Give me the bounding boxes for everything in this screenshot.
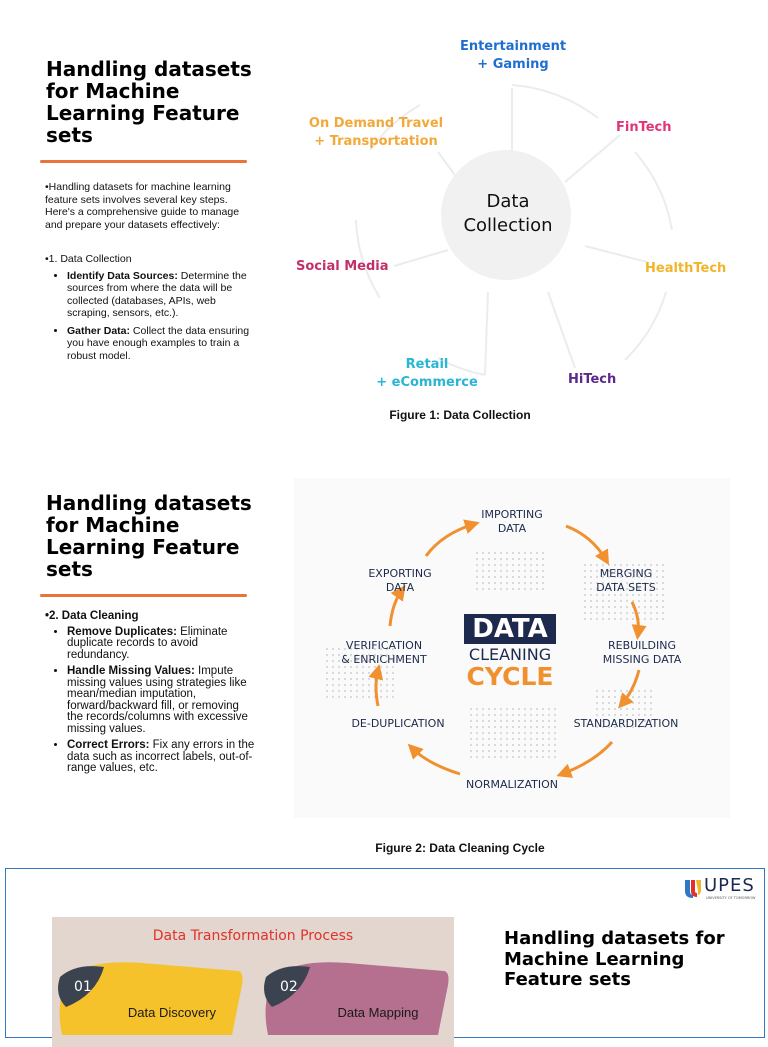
figure-1-caption: Figure 1: Data Collection (389, 408, 531, 422)
label-social-media: Social Media (296, 258, 389, 276)
bullet-label: Gather Data: (67, 324, 131, 337)
label-line: On Demand Travel (308, 116, 444, 131)
step-normalization: NORMALIZATION (454, 778, 570, 792)
slide-2-title: Handling datasets for Machine Learning F… (46, 491, 252, 581)
bullet-label: Remove Duplicates: (67, 625, 177, 638)
step-de-duplication: DE-DUPLICATION (340, 717, 456, 731)
hub-diagram (355, 84, 673, 376)
step-rebuilding-missing-data: REBUILDING MISSING DATA (592, 639, 692, 667)
bullet-text: Impute missing values using strategies l… (67, 665, 248, 735)
section-heading: •1. Data Collection (45, 253, 132, 265)
step-number: 01 (74, 979, 92, 995)
step-line: DATA (385, 581, 415, 594)
upes-logo: UPES UNIVERSITY OF TOMORROW (682, 875, 760, 903)
step-line: MISSING DATA (602, 653, 682, 666)
step-merging-data-sets: MERGING DATA SETS (576, 567, 676, 595)
data-collection-figure: Data Collection Entertainment + Gaming F… (280, 30, 740, 400)
process-shapes (58, 962, 449, 1035)
bullet-list: Remove Duplicates: Eliminate duplicate r… (45, 625, 257, 775)
list-item: Correct Errors: Fix any errors in the da… (67, 739, 257, 775)
step-line: EXPORTING (368, 567, 432, 580)
step-exporting-data: EXPORTING DATA (350, 567, 450, 595)
step-line: & ENRICHMENT (341, 653, 427, 666)
intro-text: •Handling datasets for machine learning … (45, 181, 240, 231)
center-title-cycle: CYCLE (466, 662, 554, 691)
slide-1-body: •Handling datasets for machine learning … (45, 181, 257, 367)
upes-logo-icon (685, 880, 701, 898)
label-line: HiTech (568, 372, 617, 387)
label-line: FinTech (616, 120, 672, 135)
step-line: REBUILDING (607, 639, 677, 652)
step-standardization: STANDARDIZATION (564, 717, 688, 731)
center-line: Collection (463, 215, 553, 236)
label-line: + Transportation (314, 134, 438, 149)
label-line: + Gaming (477, 57, 549, 72)
label-healthtech: HealthTech (645, 260, 726, 278)
upes-logo-tagline: UNIVERSITY OF TOMORROW (706, 896, 756, 900)
center-title-cleaning: CLEANING (468, 645, 552, 664)
label-line: Social Media (296, 259, 389, 274)
label-line: HealthTech (645, 261, 727, 276)
slide-3: UPES UNIVERSITY OF TOMORROW Data Transfo… (5, 868, 765, 1047)
center-circle (441, 150, 571, 280)
cycle-diagram (324, 519, 664, 778)
bullet-text: Fix any errors in the data such as incor… (67, 739, 255, 774)
list-item: Identify Data Sources: Determine the sou… (67, 270, 257, 320)
data-transformation-figure: Data Transformation Process 01 Data Disc… (52, 917, 454, 1047)
bullet-text: Collect the data ensuring you have enoug… (67, 324, 250, 362)
bullet-text: Determine the sources from where the dat… (67, 269, 247, 320)
step-importing-data: IMPORTING DATA (462, 508, 562, 536)
list-item: Remove Duplicates: Eliminate duplicate r… (67, 625, 257, 662)
step-number: 02 (280, 979, 298, 995)
center-title-data: DATA (464, 614, 556, 644)
bullet-list: Identify Data Sources: Determine the sou… (45, 270, 257, 363)
title-underline (40, 594, 247, 597)
step-line: IMPORTING (481, 508, 543, 521)
step-line: NORMALIZATION (466, 778, 558, 791)
label-line: Retail (405, 357, 449, 372)
label-entertainment: Entertainment + Gaming (458, 38, 568, 74)
section-heading: •2. Data Cleaning (45, 610, 139, 622)
label-line: + eCommerce (376, 375, 478, 390)
step-label-data-discovery: Data Discovery (127, 1005, 217, 1020)
label-fintech: FinTech (616, 119, 672, 137)
data-cleaning-figure: DATA CLEANING CYCLE IMPORTING DATA MERGI… (294, 478, 730, 818)
label-hitech: HiTech (568, 371, 616, 389)
label-retail: Retail + eCommerce (376, 356, 478, 392)
center-line: Data (486, 191, 530, 212)
figure-title: Data Transformation Process (152, 928, 354, 944)
step-line: VERIFICATION (345, 639, 423, 652)
title-underline (40, 160, 247, 163)
list-item: Handle Missing Values: Impute missing va… (67, 665, 257, 735)
hub-spokes (355, 84, 673, 376)
bullet-label: Identify Data Sources: (67, 269, 178, 282)
cycle-arrows (368, 519, 647, 778)
step-label-data-mapping: Data Mapping (337, 1005, 419, 1020)
label-line: Entertainment (459, 39, 567, 54)
step-line: DE-DUPLICATION (351, 717, 445, 730)
slide-2-body: •2. Data Cleaning Remove Duplicates: Eli… (45, 610, 257, 780)
center-label: Data Collection (445, 190, 571, 238)
label-travel: On Demand Travel + Transportation (308, 115, 444, 151)
step-line: DATA SETS (596, 581, 656, 594)
upes-logo-text: UPES (704, 875, 755, 896)
bullet-label: Correct Errors: (67, 739, 150, 751)
bullet-text: Eliminate duplicate records to avoid red… (67, 625, 228, 661)
step-line: DATA (497, 522, 527, 535)
step-verification-enrichment: VERIFICATION & ENRICHMENT (334, 639, 434, 667)
list-item: Gather Data: Collect the data ensuring y… (67, 325, 257, 363)
step-line: STANDARDIZATION (573, 717, 679, 730)
dot-texture (324, 550, 664, 758)
slide-1-title: Handling datasets for Machine Learning F… (46, 57, 252, 147)
step-line: MERGING (599, 567, 653, 580)
slide-3-title: Handling datasets for Machine Learning F… (504, 928, 725, 990)
bullet-label: Handle Missing Values: (67, 665, 195, 677)
figure-2-caption: Figure 2: Data Cleaning Cycle (375, 841, 545, 855)
